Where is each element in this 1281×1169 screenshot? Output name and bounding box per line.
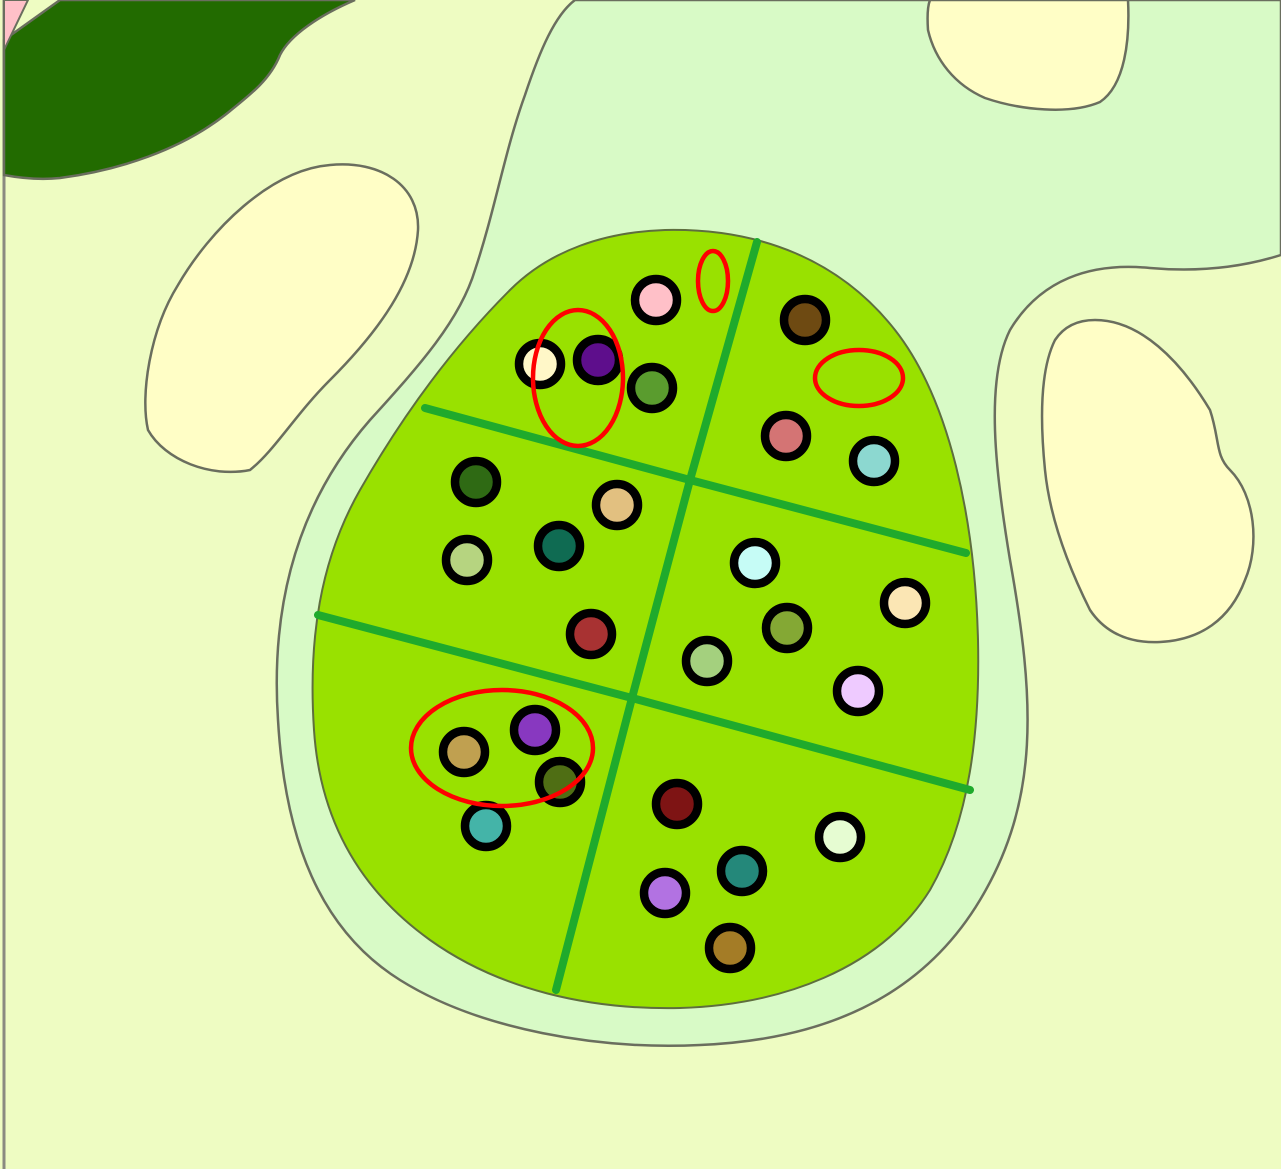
token[interactable]: [884, 582, 926, 624]
token[interactable]: [443, 731, 485, 773]
token[interactable]: [656, 783, 698, 825]
token[interactable]: [784, 299, 826, 341]
token[interactable]: [734, 542, 776, 584]
token[interactable]: [631, 367, 673, 409]
token[interactable]: [721, 850, 763, 892]
token[interactable]: [765, 415, 807, 457]
token[interactable]: [819, 816, 861, 858]
token[interactable]: [570, 613, 612, 655]
token[interactable]: [596, 484, 638, 526]
token[interactable]: [577, 339, 619, 381]
token[interactable]: [644, 872, 686, 914]
token[interactable]: [455, 461, 497, 503]
token[interactable]: [709, 927, 751, 969]
token[interactable]: [538, 525, 580, 567]
token[interactable]: [465, 805, 507, 847]
token[interactable]: [446, 539, 488, 581]
token[interactable]: [519, 343, 561, 385]
token[interactable]: [837, 670, 879, 712]
token[interactable]: [853, 440, 895, 482]
token[interactable]: [514, 709, 556, 751]
token[interactable]: [686, 640, 728, 682]
token[interactable]: [766, 607, 808, 649]
token[interactable]: [635, 279, 677, 321]
